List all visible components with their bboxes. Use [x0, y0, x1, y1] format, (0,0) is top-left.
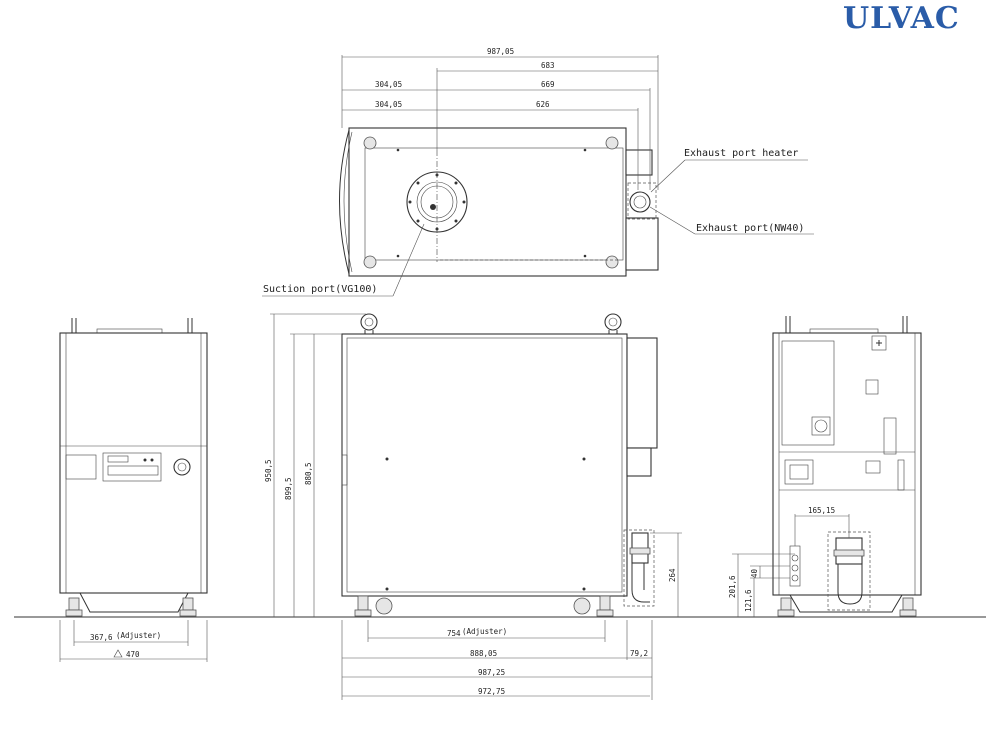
dim-side-adjuster: 754 [447, 629, 461, 638]
exhaust-heater-outline [627, 182, 657, 220]
dim-top-left-b: 304,05 [375, 100, 402, 109]
dim-exhaust-height: 264 [668, 568, 677, 582]
callouts: Exhaust port heater Exhaust port(NW40) S… [262, 148, 814, 297]
dim-height-2: 899,5 [284, 477, 293, 500]
side-view [341, 313, 658, 617]
dim-top-left-a: 304,05 [375, 80, 402, 89]
dim-top-overall: 987,05 [487, 47, 514, 56]
ulvac-logo: ULVAC [843, 1, 960, 36]
dim-side-987: 987,25 [478, 668, 505, 677]
dim-side-888: 888,05 [470, 649, 497, 658]
dim-top-669: 669 [541, 80, 555, 89]
power-switch-icon [173, 458, 191, 476]
callout-exhaust-port: Exhaust port(NW40) [696, 223, 804, 234]
front-dimensions: 367,6 (Adjuster) 470 [59, 620, 208, 662]
callout-suction-port: Suction port(VG100) [263, 284, 377, 295]
exhaust-port-icon [629, 191, 651, 213]
dim-height-3: 880,5 [304, 462, 313, 485]
dim-rear-40: 40 [750, 568, 759, 578]
display-screen [107, 455, 129, 463]
front-view [59, 318, 208, 617]
lifting-eye-icon [360, 313, 378, 331]
dim-front-adjuster-label: (Adjuster) [116, 631, 161, 640]
top-dimensions: 987,05 683 669 626 304,05 304,05 [341, 47, 659, 190]
dim-side-972: 972,75 [478, 687, 505, 696]
rear-dimensions: 165,15 201,6 121,6 40 [728, 506, 850, 617]
dim-rear-165: 165,15 [808, 506, 835, 515]
dim-height-total: 950,5 [264, 459, 273, 482]
dim-top-626: 626 [536, 100, 550, 109]
height-dimensions: 950,5 899,5 880,5 264 [264, 313, 682, 617]
top-view [339, 127, 659, 277]
control-panel [102, 452, 162, 482]
fan-icon [811, 416, 831, 436]
side-dimensions: 754 (Adjuster) 888,05 79,2 987,25 972,75 [341, 620, 653, 700]
dim-front-width: 470 [126, 650, 140, 659]
dim-front-adjuster: 367,6 [90, 633, 113, 642]
dim-side-adjuster-label: (Adjuster) [462, 627, 507, 636]
dim-top-683: 683 [541, 61, 555, 70]
dim-rear-201: 201,6 [728, 575, 737, 598]
rear-view [772, 316, 922, 617]
callout-exhaust-heater: Exhaust port heater [684, 148, 798, 159]
dim-rear-121: 121,6 [744, 589, 753, 612]
dim-side-79: 79,2 [630, 649, 648, 658]
